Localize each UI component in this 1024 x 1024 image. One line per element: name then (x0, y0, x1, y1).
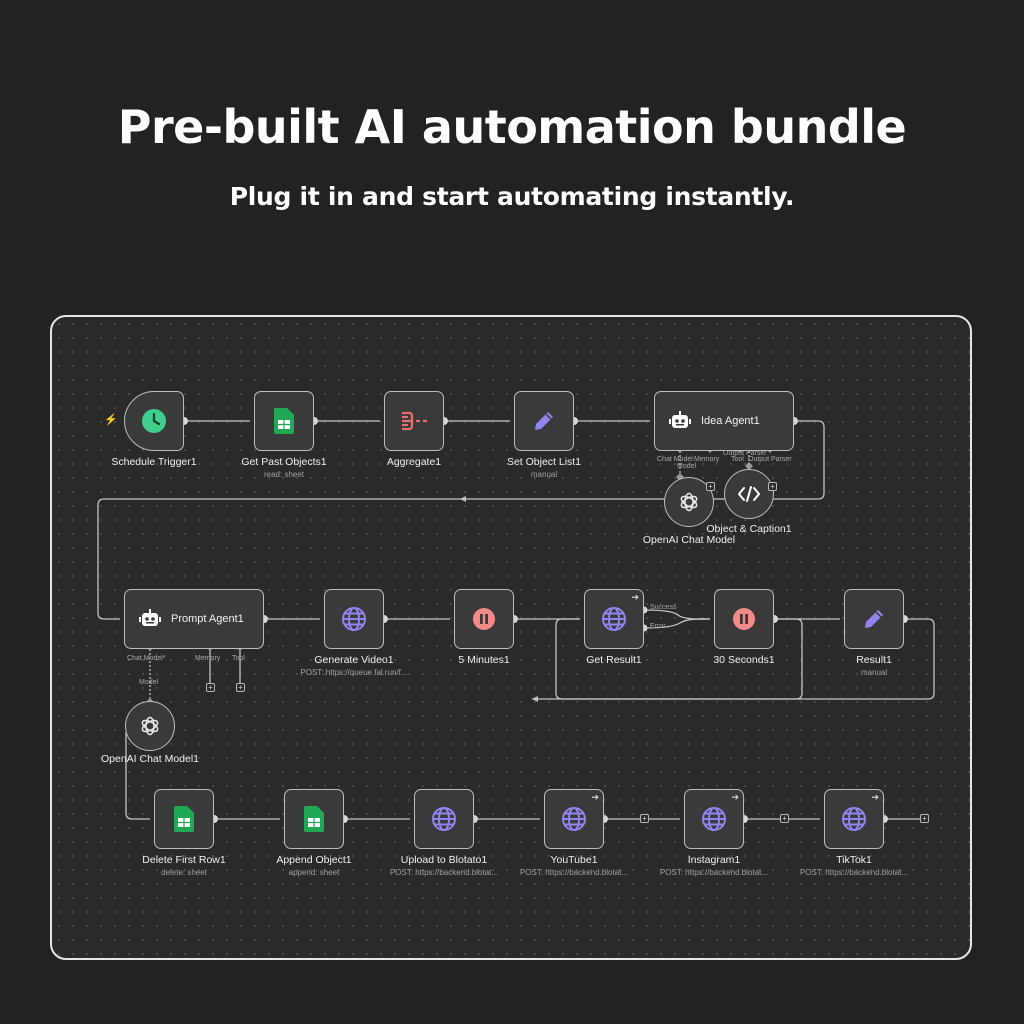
globe-icon (842, 807, 866, 831)
node-label: YouTube1 (550, 854, 598, 866)
five-minutes-node[interactable] (454, 589, 514, 649)
globe-icon (702, 807, 726, 831)
node-label: OpenAI Chat Model1 (100, 753, 200, 765)
get-result-node[interactable]: ➔ (584, 589, 644, 649)
add-tool-button[interactable]: + (236, 683, 245, 692)
upload-blotato-node[interactable] (414, 789, 474, 849)
port-label-memory: Memory (694, 456, 720, 463)
port-label-model: Model (677, 463, 697, 470)
node-subtitle: delete: sheet (161, 868, 207, 877)
port-label-output-parser: Output Parser (748, 456, 792, 463)
add-node-button[interactable]: + (920, 814, 929, 823)
openai-icon (141, 716, 159, 736)
aggregate-node[interactable] (384, 391, 444, 451)
set-object-list-node[interactable] (514, 391, 574, 451)
prompt-agent-node[interactable]: Prompt Agent1 (124, 589, 264, 649)
port-label-chat-model: Chat Model* (127, 655, 166, 662)
port-label-output-parser-2: Output Parser (723, 450, 767, 457)
node-subtitle: manual (860, 668, 888, 677)
google-sheets-icon (274, 408, 294, 434)
google-sheets-icon (174, 806, 194, 832)
port-label-tool: Tool (232, 655, 245, 662)
node-label: Upload to Blotato1 (400, 854, 488, 866)
globe-icon (602, 607, 626, 631)
youtube-node[interactable]: ➔ (544, 789, 604, 849)
page-title: Pre-built AI automation bundle (117, 100, 907, 154)
add-node-button[interactable]: + (780, 814, 789, 823)
port-label-memory: Memory (195, 655, 221, 662)
add-tool-button[interactable]: + (768, 482, 777, 491)
node-subtitle: read: sheet (263, 470, 305, 479)
port-label-model: Model (139, 679, 159, 686)
trigger-bolt-icon: ⚡ (104, 414, 118, 426)
node-label: Set Object List1 (506, 456, 582, 468)
node-label: Append Object1 (276, 854, 352, 866)
node-label: Idea Agent1 (701, 415, 760, 427)
workflow-connections (97, 417, 935, 823)
node-label: Object & Caption1 (706, 523, 792, 535)
idea-agent-node[interactable]: Idea Agent1 (654, 391, 794, 451)
node-label: Get Past Objects1 (241, 456, 327, 468)
clock-icon (142, 409, 166, 433)
globe-icon (342, 607, 366, 631)
code-icon (738, 486, 760, 502)
node-label: Schedule Trigger1 (111, 456, 197, 468)
node-label: 5 Minutes1 (458, 654, 510, 666)
schedule-trigger-node[interactable] (124, 391, 184, 451)
openai-chat-model-node[interactable] (664, 477, 714, 527)
google-sheets-icon (304, 806, 324, 832)
add-node-button[interactable]: + (640, 814, 649, 823)
port-label-tool: Tool (731, 456, 744, 463)
output-label-error: Error (650, 623, 666, 630)
pause-icon (473, 608, 495, 630)
append-object-node[interactable] (284, 789, 344, 849)
globe-icon (562, 807, 586, 831)
node-subtitle: manual (530, 470, 558, 479)
arrow-right-icon: ➔ (591, 792, 599, 802)
node-label: Result1 (856, 654, 892, 666)
node-label: Prompt Agent1 (171, 613, 244, 625)
node-label: 30 Seconds1 (713, 654, 775, 666)
tiktok-node[interactable]: ➔ (824, 789, 884, 849)
globe-icon (432, 807, 456, 831)
node-subtitle: POST: https://backend.blotat... (389, 868, 499, 877)
delete-first-row-node[interactable] (154, 789, 214, 849)
node-label: Generate Video1 (314, 654, 394, 666)
result-node[interactable] (844, 589, 904, 649)
get-past-objects-node[interactable] (254, 391, 314, 451)
openai-icon (680, 492, 698, 512)
node-label: Instagram1 (687, 854, 741, 866)
arrow-right-icon: ➔ (631, 592, 639, 602)
node-subtitle: append: sheet (288, 868, 340, 877)
node-subtitle: POST: https://backend.blotat... (799, 868, 909, 877)
node-subtitle: POST: https://backend.blotat... (519, 868, 629, 877)
arrow-right-icon: ➔ (871, 792, 879, 802)
pencil-icon (865, 610, 883, 628)
robot-icon (139, 609, 161, 626)
generate-video-node[interactable] (324, 589, 384, 649)
node-subtitle: POST: https://backend.blotat... (659, 868, 769, 877)
aggregate-icon (402, 411, 427, 431)
instagram-node[interactable]: ➔ (684, 789, 744, 849)
pause-icon (733, 608, 755, 630)
arrow-right-icon: ➔ (731, 792, 739, 802)
openai-chat-model1-node[interactable] (125, 701, 175, 751)
node-subtitle: POST: https://queue.fal.run/f... (300, 668, 408, 677)
node-label: OpenAI Chat Model (642, 534, 736, 546)
object-caption-node[interactable] (724, 469, 774, 519)
node-label: Delete First Row1 (142, 854, 226, 866)
add-memory-button[interactable]: + (206, 683, 215, 692)
add-memory-button[interactable]: + (706, 482, 715, 491)
thirty-seconds-node[interactable] (714, 589, 774, 649)
pencil-icon (535, 412, 553, 430)
output-label-success: Success (650, 604, 677, 611)
page-subtitle: Plug it in and start automating instantl… (229, 182, 795, 211)
node-label: TikTok1 (836, 854, 872, 866)
node-label: Get Result1 (586, 654, 642, 666)
robot-icon (669, 411, 691, 428)
node-label: Aggregate1 (386, 456, 442, 468)
port-label-chat-model: Chat Model (657, 456, 693, 463)
workflow-canvas[interactable]: ⚡ Schedule Trigger1 Get Past Objects1 re… (50, 315, 972, 960)
